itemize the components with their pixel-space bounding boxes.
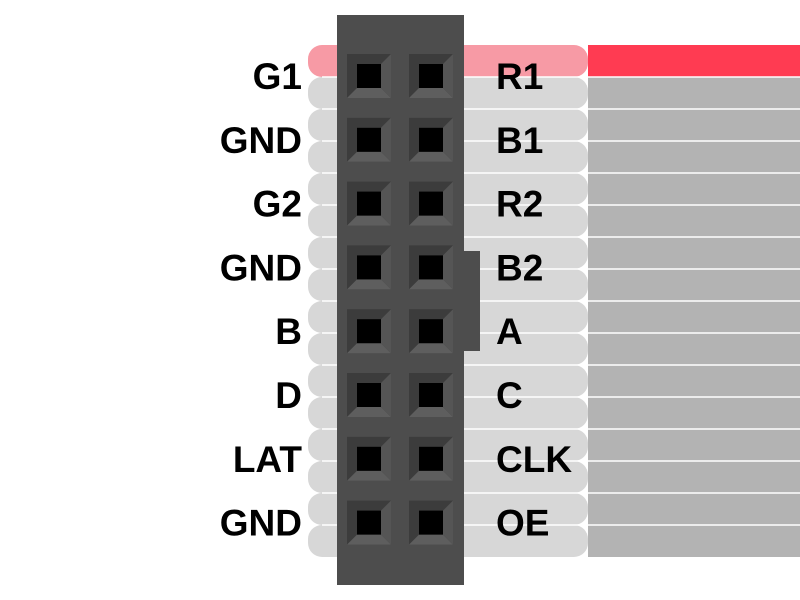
left-pin-label: G2	[253, 184, 302, 225]
pin	[347, 500, 391, 545]
connector-header-body	[337, 15, 464, 585]
pin	[347, 54, 391, 98]
pin	[409, 117, 453, 162]
right-pin-label: A	[496, 311, 523, 352]
right-pin-label: C	[496, 375, 523, 416]
right-pin-label: OE	[496, 503, 549, 544]
pin	[409, 500, 453, 545]
right-pin-label: R1	[496, 56, 543, 97]
pin	[409, 309, 453, 354]
pin	[409, 245, 453, 290]
pin	[409, 181, 453, 226]
right-pin-label: CLK	[496, 439, 572, 480]
left-pin-label: GND	[220, 247, 302, 288]
left-pin-label: GND	[220, 120, 302, 161]
pin	[347, 436, 391, 481]
pin	[409, 436, 453, 481]
left-pin-label: G1	[253, 56, 302, 97]
connector-pins	[347, 54, 453, 545]
pin	[347, 245, 391, 290]
pin	[409, 54, 453, 98]
left-pin-label: D	[275, 375, 302, 416]
right-pin-label: B1	[496, 120, 543, 161]
connector-polarity-key	[462, 251, 480, 351]
right-pin-label: R2	[496, 184, 543, 225]
pin	[347, 181, 391, 226]
left-pin-label: LAT	[233, 439, 303, 480]
pin	[347, 117, 391, 162]
left-pin-label: B	[275, 311, 302, 352]
pin	[347, 373, 391, 417]
pin	[409, 373, 453, 417]
pin	[347, 309, 391, 354]
right-pin-label: B2	[496, 247, 543, 288]
left-pin-label: GND	[220, 503, 302, 544]
